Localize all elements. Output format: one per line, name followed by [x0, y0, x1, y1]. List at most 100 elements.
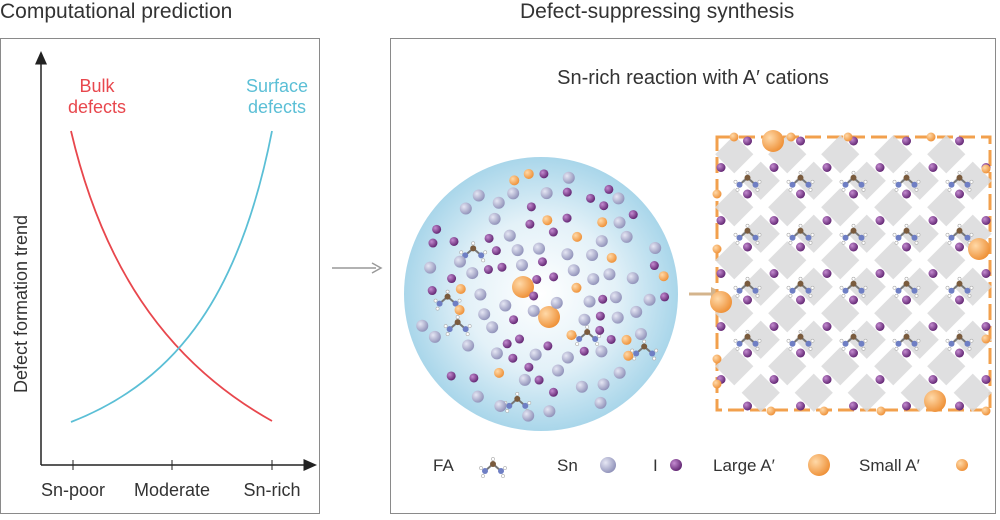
- iodine-atom: [769, 322, 779, 331]
- small-a-cation: [981, 334, 991, 344]
- small-a-cation: [981, 164, 991, 174]
- small-a-cation: [819, 406, 829, 416]
- small-a-cation: [509, 175, 520, 186]
- iodine-atom: [822, 269, 832, 278]
- computational-prediction-panel: Sn-poor Moderate Sn-rich Defect formatio…: [0, 38, 320, 514]
- panel-connector-arrow: [332, 262, 383, 274]
- small-a-cation: [455, 284, 466, 295]
- iodine-atom: [595, 325, 605, 335]
- iodine-atom: [743, 136, 752, 146]
- iodine-atom: [822, 375, 832, 384]
- sn-atom: [613, 366, 626, 379]
- octahedron: [847, 373, 886, 412]
- sn-atom: [550, 296, 563, 309]
- iodine-atom: [822, 163, 832, 172]
- iodine-atom: [796, 242, 805, 252]
- large-a-cation: [924, 390, 946, 412]
- small-a-cation-icon: [956, 459, 968, 471]
- sn-atom: [416, 319, 429, 332]
- sn-atom: [609, 291, 622, 304]
- left-panel-heading: Computational prediction: [0, 0, 233, 23]
- iodine-atom: [769, 375, 779, 384]
- perovskite-crystal-lattice: [710, 130, 992, 416]
- iodine-atom-icon: [670, 459, 682, 471]
- sn-atom: [611, 311, 624, 324]
- iodine-atom: [446, 371, 456, 381]
- sn-atom-icon: [600, 457, 616, 473]
- iodine-atom: [981, 375, 991, 384]
- sn-atom: [453, 255, 466, 268]
- surface-label-line1: Surface: [246, 76, 308, 96]
- octahedron: [715, 188, 754, 227]
- sn-atom: [587, 273, 600, 286]
- sn-atom: [583, 295, 596, 308]
- iodine-atom: [875, 216, 885, 225]
- iodine-atom: [427, 286, 437, 296]
- iodine-atom: [875, 163, 885, 172]
- sn-atom: [486, 321, 499, 334]
- sn-atom: [634, 327, 647, 340]
- sn-atom: [515, 259, 528, 272]
- small-a-cation: [712, 354, 722, 364]
- legend-label-sn: Sn: [557, 456, 578, 475]
- iodine-atom: [562, 187, 572, 197]
- octahedron: [715, 135, 754, 174]
- iodine-atom: [716, 322, 726, 331]
- sn-atom: [472, 189, 485, 202]
- small-a-cation: [981, 406, 991, 416]
- iodine-atom: [586, 193, 596, 203]
- iodine-atom: [502, 339, 512, 349]
- legend-label-fa: FA: [433, 456, 454, 475]
- iodine-atom: [928, 375, 938, 384]
- iodine-atom: [796, 295, 805, 305]
- iodine-atom: [981, 322, 991, 331]
- small-a-cation: [712, 189, 722, 199]
- sn-atom: [561, 248, 574, 261]
- iodine-atom: [604, 184, 614, 194]
- right-panel-heading: Defect-suppressing synthesis: [520, 0, 795, 23]
- surface-defects-curve: [70, 130, 273, 423]
- y-axis-label: Defect formation trend: [11, 215, 31, 393]
- small-a-cation: [566, 330, 577, 341]
- octahedron: [927, 294, 966, 333]
- iodine-atom: [543, 341, 553, 351]
- sn-atom: [511, 244, 524, 257]
- iodine-atom: [449, 236, 459, 246]
- iodine-atom: [796, 401, 805, 411]
- small-a-cation: [494, 367, 505, 378]
- sn-atom: [529, 348, 542, 361]
- octahedron: [874, 188, 913, 227]
- surface-label-line2: defects: [248, 97, 306, 117]
- sn-atom: [594, 396, 607, 409]
- iodine-atom: [769, 216, 779, 225]
- sn-atom: [466, 267, 479, 280]
- octahedron: [715, 347, 754, 386]
- iodine-atom: [902, 242, 911, 252]
- iodine-atom: [796, 348, 805, 358]
- sn-atom: [474, 288, 487, 301]
- small-a-cation: [523, 168, 534, 179]
- sn-atom: [507, 187, 520, 200]
- iodine-atom: [902, 295, 911, 305]
- iodine-atom: [928, 163, 938, 172]
- small-a-cation: [571, 282, 582, 293]
- sn-atom: [575, 380, 588, 393]
- iodine-atom: [595, 311, 605, 321]
- iodine-atom: [743, 242, 752, 252]
- sn-atom: [643, 293, 656, 306]
- iodine-atom: [769, 163, 779, 172]
- sn-atom: [561, 351, 574, 364]
- octahedron: [927, 241, 966, 280]
- iodine-atom: [483, 264, 493, 274]
- sn-atom: [613, 216, 626, 229]
- iodine-atom: [428, 238, 438, 248]
- iodine-atom: [529, 291, 539, 301]
- iodine-atom: [743, 348, 752, 358]
- small-a-cation: [454, 304, 465, 315]
- sn-atom: [620, 230, 633, 243]
- iodine-atom: [599, 201, 609, 211]
- small-a-cation: [623, 350, 634, 361]
- small-a-cation: [572, 231, 583, 242]
- iodine-atom: [955, 136, 964, 146]
- iodine-atom: [447, 274, 457, 284]
